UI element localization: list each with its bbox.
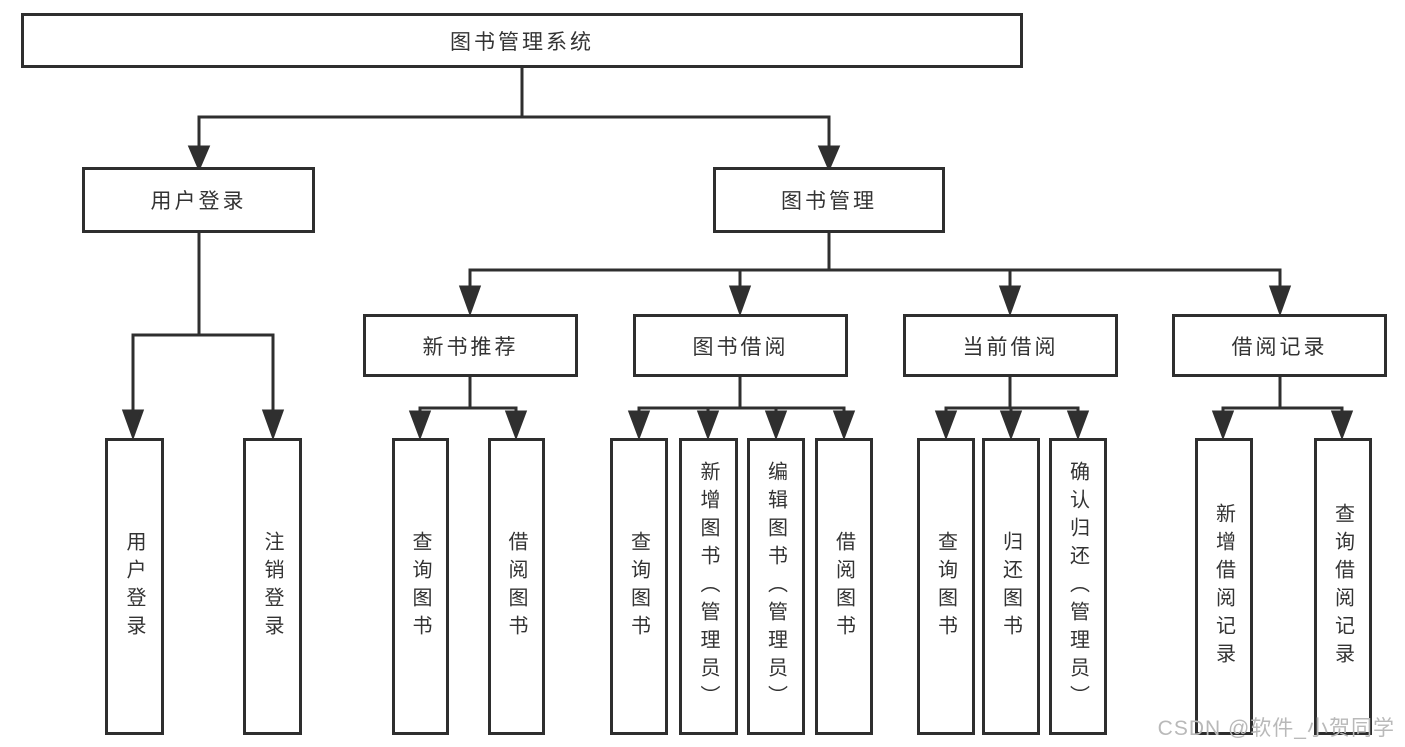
leaf-add-book-admin: 新增图书（管理员） <box>679 438 738 735</box>
node-book-borrow: 图书借阅 <box>633 314 848 377</box>
leaf-borrow-books-recommend: 借阅图书 <box>488 438 545 735</box>
leaf-user-login: 用户登录 <box>105 438 164 735</box>
leaf-add-borrow-record: 新增借阅记录 <box>1195 438 1253 735</box>
node-user-login: 用户登录 <box>82 167 315 233</box>
node-current-borrow: 当前借阅 <box>903 314 1118 377</box>
leaf-logout: 注销登录 <box>243 438 302 735</box>
leaf-query-books-recommend: 查询图书 <box>392 438 449 735</box>
leaf-query-borrow-record: 查询借阅记录 <box>1314 438 1372 735</box>
node-borrow-records: 借阅记录 <box>1172 314 1387 377</box>
node-book-management: 图书管理 <box>713 167 945 233</box>
node-root: 图书管理系统 <box>21 13 1023 68</box>
leaf-return-book: 归还图书 <box>982 438 1040 735</box>
leaf-confirm-return-admin: 确认归还（管理员） <box>1049 438 1107 735</box>
leaf-borrow-books-2: 借阅图书 <box>815 438 873 735</box>
leaf-query-books-borrow: 查询图书 <box>610 438 668 735</box>
leaf-edit-book-admin: 编辑图书（管理员） <box>747 438 805 735</box>
leaf-query-books-current: 查询图书 <box>917 438 975 735</box>
csdn-watermark: CSDN @软件_小贺同学 <box>1157 717 1395 740</box>
node-new-book-recommend: 新书推荐 <box>363 314 578 377</box>
